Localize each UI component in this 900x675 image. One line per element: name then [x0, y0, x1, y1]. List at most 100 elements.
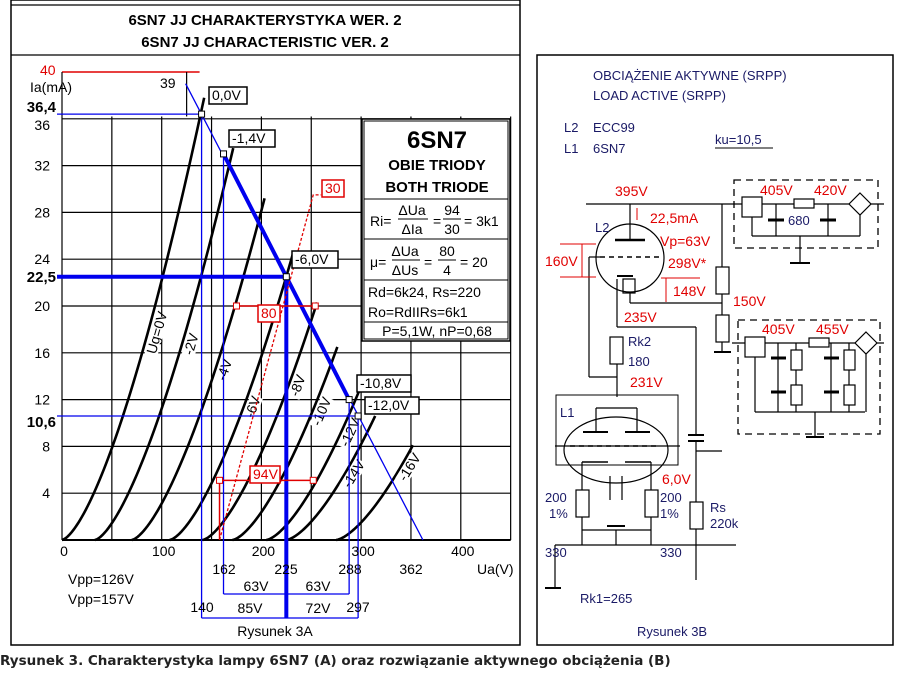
left-frame — [10, 0, 521, 646]
y-tick-label: 16 — [34, 345, 50, 361]
info-power: P=5,1W, nP=0,68 — [382, 323, 492, 339]
y-tick-label: 12 — [34, 392, 50, 408]
curve-label-bg — [214, 357, 235, 385]
psu-box-1 — [733, 179, 879, 249]
v-6-0: 6,0V — [662, 471, 691, 487]
y-axis-label: Ia(mA) — [30, 79, 72, 95]
ri-eq: = — [433, 213, 441, 229]
info-ro: Ro=RdIIRs=6k1 — [368, 304, 468, 320]
info-rd: Rd=6k24, Rs=220 — [368, 284, 481, 300]
info-line-en: BOTH TRIODE — [385, 179, 488, 196]
info-tube-name: 6SN7 — [407, 127, 467, 154]
r200-left-tol: 1% — [549, 506, 568, 521]
curve-label: -8V — [286, 372, 309, 399]
label-30-box — [321, 179, 345, 198]
vpp-126: Vpp=126V — [68, 571, 134, 587]
operating-point-marker — [354, 412, 362, 420]
v-405-bottom: 405V — [762, 321, 795, 337]
operating-point-label: 0,0V — [212, 87, 241, 103]
curve-label: -2V — [180, 331, 202, 357]
l1-tube-envelope — [563, 416, 669, 484]
left-panel: 6SN7 JJ CHARAKTERYSTYKA WER. 2 6SN7 JJ C… — [10, 0, 521, 646]
curve-label: -4V — [213, 356, 235, 382]
operating-point-marker — [220, 150, 228, 158]
rk1-label: Rk1=265 — [580, 591, 632, 606]
l2-tube-envelope — [595, 223, 665, 293]
l1-label: L1 — [560, 405, 574, 420]
r-680: 680 — [788, 213, 810, 228]
operating-point-marker — [198, 110, 206, 118]
rk2-value: 180 — [628, 354, 650, 369]
mu-result: = 20 — [460, 254, 488, 270]
x-mark-140: 140 — [190, 599, 214, 615]
figure-caption: Rysunek 3. Charakterystyka lampy 6SN7 (A… — [0, 653, 671, 669]
l1-electrodes — [570, 407, 660, 463]
operating-point-label-box — [228, 129, 276, 148]
mu-eq: = — [424, 254, 432, 270]
ri-num: ΔUa — [398, 202, 425, 218]
operating-point-marker — [282, 273, 290, 281]
info-inner-frame — [363, 120, 509, 340]
curve-label: -12V — [336, 415, 363, 449]
ri-prefix: Ri= — [370, 213, 391, 229]
schematic-title-pl: OBCIĄŻENIE AKTYWNE (SRPP) — [593, 68, 787, 83]
ri-n2: 94 — [444, 202, 460, 218]
r200-left: 200 — [545, 490, 567, 505]
l2-type: ECC99 — [593, 120, 635, 135]
construction-point — [216, 476, 224, 484]
current-22-5ma: 22,5mA — [650, 210, 699, 226]
x-axis-label: Ua(V) — [477, 561, 514, 577]
mu-num: ΔUa — [391, 243, 418, 259]
x-tick-label: 200 — [252, 543, 276, 559]
gain-ku: ku=10,5 — [715, 132, 762, 147]
mu-n2: 80 — [439, 243, 455, 259]
mu-prefix: μ= — [370, 254, 386, 270]
mu-d2: 4 — [443, 262, 451, 278]
figure-label-3b: Rysunek 3B — [637, 624, 707, 639]
y-tick-label: 24 — [34, 251, 50, 267]
right-panel-schematic: OBCIĄŻENIE AKTYWNE (SRPP) LOAD ACTIVE (S… — [536, 54, 894, 646]
vp-63: Vp=63V — [660, 233, 711, 249]
curve-label-bg — [287, 372, 308, 400]
curve-label-bg — [181, 331, 201, 359]
label-30: 30 — [325, 180, 341, 196]
figure-label-3a: Rysunek 3A — [237, 623, 313, 639]
y-tick-label: 4 — [42, 485, 50, 501]
info-line-pl: OBIE TRIODY — [388, 157, 486, 174]
span-63-right: 63V — [306, 578, 332, 594]
curve-label: -16V — [395, 450, 424, 484]
span-85: 85V — [238, 600, 264, 616]
operating-point-label: -1,4V — [232, 130, 266, 146]
span-72: 72V — [306, 600, 332, 616]
curve-label-bg — [309, 394, 334, 430]
operating-point-marker — [345, 396, 353, 404]
y-tick-label: 28 — [34, 204, 50, 220]
operating-point-label: -12,0V — [368, 397, 410, 413]
v-298: 298V* — [668, 255, 707, 271]
schematic-title-en: LOAD ACTIVE (SRPP) — [593, 88, 726, 103]
label-80: 80 — [261, 305, 277, 321]
curve-label: -6V — [241, 393, 264, 420]
v-395: 395V — [615, 183, 648, 199]
y-mark-22-5: 22,5 — [27, 269, 56, 286]
right-frame — [536, 54, 894, 646]
operating-point-label: -10,8V — [360, 375, 402, 391]
label-94v: 94V — [253, 466, 279, 482]
construction-point — [232, 302, 240, 310]
x-tick-label: 100 — [152, 543, 176, 559]
operating-point-label-box — [291, 250, 339, 269]
span-63-left: 63V — [244, 578, 270, 594]
voltage-markers — [560, 208, 700, 302]
l1-frame — [555, 394, 679, 466]
v-231: 231V — [630, 374, 663, 390]
v-235: 235V — [624, 309, 657, 325]
x-mark-288: 288 — [338, 561, 362, 577]
l1-type: 6SN7 — [593, 141, 626, 156]
vpp-157: Vpp=157V — [68, 591, 134, 607]
rk2-label: Rk2 — [628, 334, 651, 349]
y-mark-36-4: 36,4 — [27, 99, 57, 116]
x-mark-297: 297 — [346, 599, 370, 615]
